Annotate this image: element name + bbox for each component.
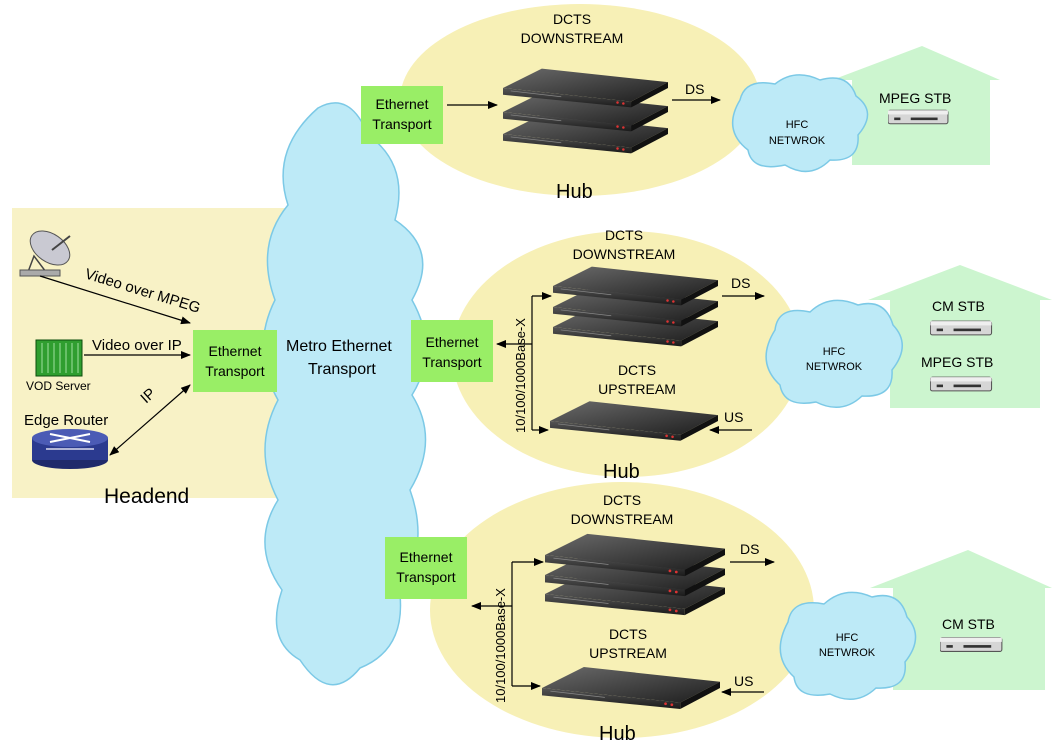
hub2-hfc-label-line2: NETWROK (806, 361, 863, 373)
ethernet-transport-box-hub3 (385, 537, 467, 599)
hub2-stb-1-label: CM STB (932, 298, 985, 314)
hub1-ds-label: DS (685, 81, 704, 97)
hub2-ds-label: DS (731, 275, 750, 291)
edge-router-label: Edge Router (24, 412, 108, 429)
hub1-downstream-title-line1: DCTS (553, 11, 591, 27)
hub3-ds-label: DS (740, 541, 759, 557)
satellite-link-line (39, 275, 191, 325)
hub3-bus-label: 10/100/1000Base-X (493, 588, 508, 703)
hub2-downstream-title-line1: DCTS (605, 227, 643, 243)
house-2 (868, 265, 1052, 408)
hub1-ethernet-label-line1: Ethernet (376, 96, 429, 112)
hub3-downstream-title-line1: DCTS (603, 492, 641, 508)
satellite-dish-icon (19, 230, 71, 277)
hub2-us-label: US (724, 409, 743, 425)
hub2-ellipse (452, 231, 802, 477)
hub2-stb-1-icon (930, 320, 993, 336)
vod-server-label: VOD Server (26, 379, 91, 393)
hub2-downstream-title-line2: DOWNSTREAM (573, 246, 676, 262)
hub2-hfc-label-line1: HFC (823, 346, 846, 358)
hub2-upstream-title-line1: DCTS (618, 362, 656, 378)
hub1-hfc-label-line2: NETWROK (769, 135, 826, 147)
headend-ethernet-label-line1: Ethernet (209, 343, 262, 359)
hub1-hfc-label-line1: HFC (786, 119, 809, 131)
hub1-stb-1-icon (888, 109, 949, 125)
hub3-upstream-title-line1: DCTS (609, 626, 647, 642)
hub1-ethernet-label-line2: Transport (372, 116, 432, 132)
hub1-stb-1-label: MPEG STB (879, 90, 951, 106)
hub3-hfc-label-line1: HFC (836, 632, 859, 644)
hub2-hub-label: Hub (603, 461, 640, 483)
hub3-ethernet-label-line1: Ethernet (400, 549, 453, 565)
hub2-ethernet-label-line2: Transport (422, 354, 482, 370)
hub3-ellipse (430, 482, 814, 738)
hub2-bus-label: 10/100/1000Base-X (513, 318, 528, 433)
hub2-ethernet-label-line1: Ethernet (426, 334, 479, 350)
hub3-stb-1-icon (940, 637, 1003, 653)
metro-label-line2: Transport (308, 361, 376, 378)
headend-ethernet-label-line2: Transport (205, 363, 265, 379)
hub3-hub-label: Hub (599, 723, 636, 745)
house-1 (832, 46, 1000, 165)
vod-link-label: Video over IP (92, 337, 182, 354)
hub3-downstream-title-line2: DOWNSTREAM (571, 511, 674, 527)
hub2-upstream-title-line2: UPSTREAM (598, 381, 676, 397)
hub2-stb-2-label: MPEG STB (921, 354, 993, 370)
hub1-downstream-title-line2: DOWNSTREAM (521, 30, 624, 46)
hub2-stb-2-icon (930, 376, 993, 392)
ethernet-transport-box-hub1 (361, 86, 443, 144)
ethernet-transport-box-headend (193, 330, 277, 392)
house-3 (870, 550, 1052, 690)
hub3-ethernet-label-line2: Transport (396, 569, 456, 585)
hfc-cloud-1 (731, 74, 869, 173)
metro-label-line1: Metro Ethernet (286, 338, 392, 355)
hub3-hfc-label-line2: NETWROK (819, 647, 876, 659)
hfc-cloud-3 (779, 591, 917, 700)
hub3-upstream-title-line2: UPSTREAM (589, 645, 667, 661)
hfc-cloud-2 (765, 299, 903, 408)
hub3-stb-1-label: CM STB (942, 616, 995, 632)
ethernet-transport-box-hub2 (411, 320, 493, 382)
ip-link-line (109, 384, 191, 456)
headend-label: Headend (104, 485, 189, 508)
vod-server-icon (35, 339, 83, 377)
hub1-hub-label: Hub (556, 181, 593, 203)
edge-router-icon (32, 429, 108, 469)
hub3-us-label: US (734, 673, 753, 689)
